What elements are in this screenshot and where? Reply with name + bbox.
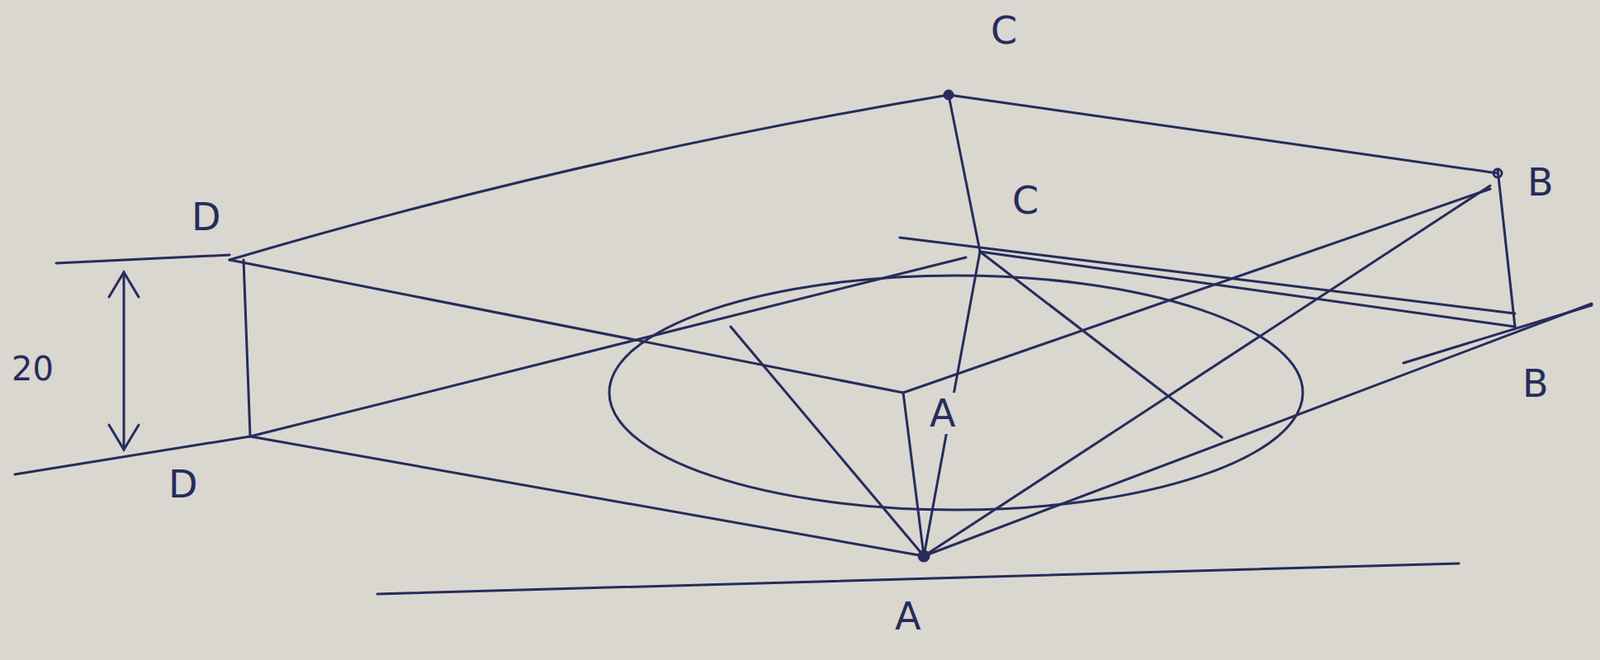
vertex-label: B [1524, 161, 1558, 204]
vertex-label: A [926, 392, 959, 435]
dimension-label: 20 [8, 350, 57, 388]
vertex-label: B [1519, 363, 1553, 405]
vertex-label: C [1008, 179, 1042, 222]
vertex-label: A [891, 596, 924, 638]
vertex-label: C [987, 9, 1021, 52]
vertex-label: D [165, 463, 201, 506]
vertex-label: D [188, 196, 224, 238]
